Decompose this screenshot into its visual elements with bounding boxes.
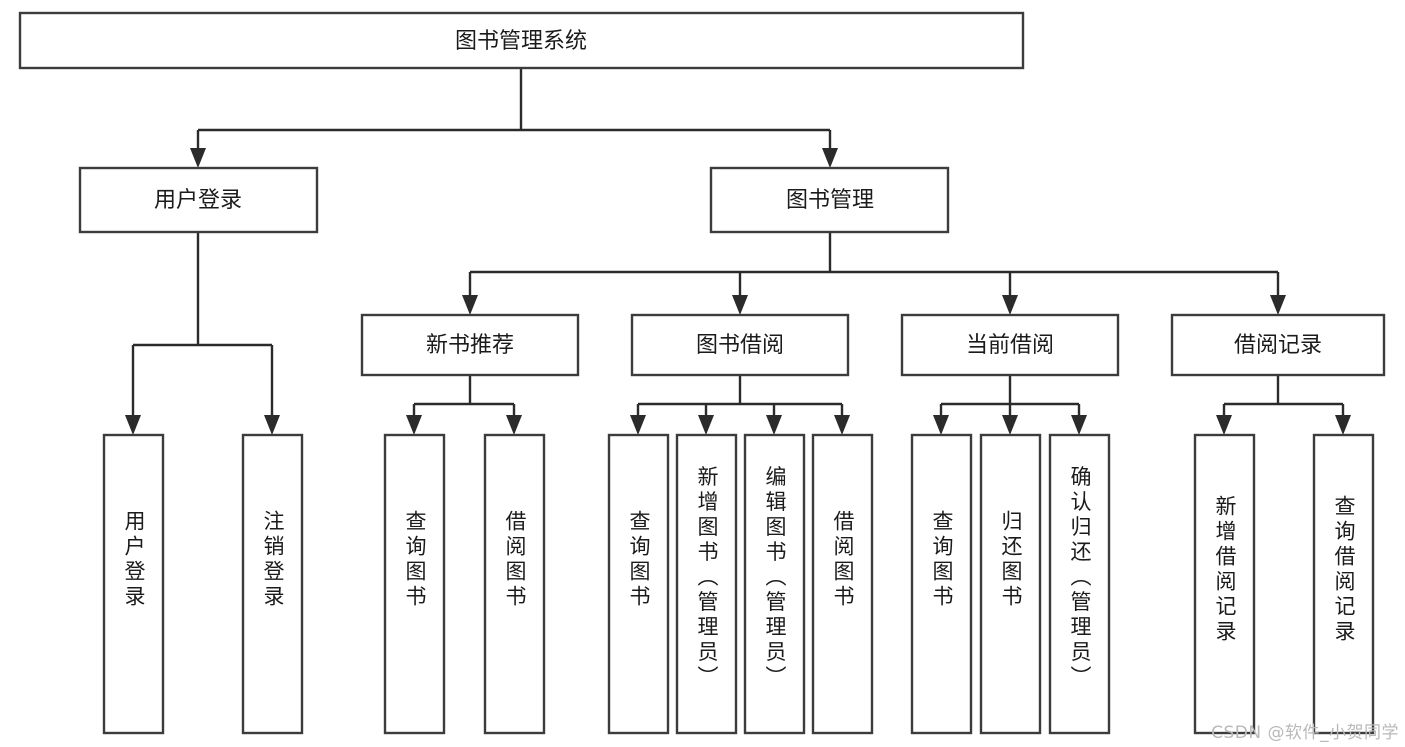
node-leaf-query-book-2-box[interactable] <box>607 433 670 735</box>
node-leaf-logout-login-box[interactable] <box>241 433 304 735</box>
node-book-manage-box[interactable] <box>709 166 950 234</box>
node-leaf-query-record-box[interactable] <box>1312 433 1375 735</box>
node-root-box[interactable] <box>18 11 1025 70</box>
node-borrow-record-label: 借阅记录 <box>1234 333 1322 358</box>
arrow-head-leaf-return-book <box>1002 415 1018 435</box>
node-root[interactable]: 图书管理系统 <box>18 11 1025 70</box>
arrow-head-leaf-user-login <box>125 415 141 435</box>
arrow-head-leaf-query-book-3 <box>933 415 949 435</box>
node-book-manage-label: 图书管理 <box>786 188 874 213</box>
node-borrow-record[interactable]: 借阅记录 <box>1170 313 1386 377</box>
node-leaf-borrow-book-2-label: 借阅图书 <box>831 510 855 610</box>
node-book-borrow-label: 图书借阅 <box>696 333 784 358</box>
node-leaf-logout-login-label: 注销登录 <box>261 510 285 610</box>
node-leaf-logout-login[interactable]: 注销登录 <box>241 433 304 735</box>
arrow-head-leaf-logout-login <box>264 415 280 435</box>
arrow-head-leaf-borrow-book-1 <box>506 415 522 435</box>
node-leaf-confirm-return-box[interactable] <box>1048 433 1111 735</box>
arrow-head-user-login <box>190 148 206 168</box>
node-leaf-query-book-2[interactable]: 查询图书 <box>607 433 670 735</box>
arrow-head-leaf-edit-book <box>766 415 782 435</box>
node-leaf-borrow-book-2[interactable]: 借阅图书 <box>811 433 874 735</box>
node-borrow-record-box[interactable] <box>1170 313 1386 377</box>
node-leaf-edit-book-label: 编辑图书（管理员） <box>763 466 787 691</box>
node-leaf-edit-book-box[interactable] <box>743 433 806 735</box>
csdn-watermark: CSDN @软件_小贺同学 <box>1211 723 1399 743</box>
node-user-login-box[interactable] <box>78 166 319 234</box>
node-leaf-return-book-box[interactable] <box>979 433 1042 735</box>
node-leaf-add-record-box[interactable] <box>1193 433 1256 735</box>
node-current-borrow-label: 当前借阅 <box>966 333 1054 358</box>
arrow-head-current-borrow <box>1002 295 1018 315</box>
arrow-head-leaf-confirm-return <box>1071 415 1087 435</box>
node-user-login-label: 用户登录 <box>154 188 242 213</box>
node-leaf-user-login-box[interactable] <box>102 433 165 735</box>
node-new-book-recommend[interactable]: 新书推荐 <box>360 313 580 377</box>
node-leaf-query-book-2-label: 查询图书 <box>627 510 651 610</box>
arrow-head-book-borrow <box>732 295 748 315</box>
arrow-head-new-book-recommend <box>462 295 478 315</box>
node-leaf-return-book[interactable]: 归还图书 <box>979 433 1042 735</box>
node-book-manage[interactable]: 图书管理 <box>709 166 950 234</box>
node-leaf-borrow-book-1-label: 借阅图书 <box>503 510 527 610</box>
arrow-head-borrow-record <box>1270 295 1286 315</box>
arrow-head-leaf-add-record <box>1216 415 1232 435</box>
connector-layer <box>125 68 1351 435</box>
node-book-borrow-box[interactable] <box>630 313 850 377</box>
node-leaf-query-book-3[interactable]: 查询图书 <box>910 433 973 735</box>
node-leaf-add-record[interactable]: 新增借阅记录 <box>1193 433 1256 735</box>
node-leaf-query-book-1[interactable]: 查询图书 <box>383 433 446 735</box>
node-leaf-user-login-label: 用户登录 <box>122 510 146 610</box>
node-leaf-confirm-return-label: 确认归还（管理员） <box>1068 466 1092 691</box>
node-leaf-user-login[interactable]: 用户登录 <box>102 433 165 735</box>
node-leaf-query-record-label: 查询借阅记录 <box>1332 495 1356 645</box>
node-current-borrow[interactable]: 当前借阅 <box>900 313 1120 377</box>
node-leaf-edit-book[interactable]: 编辑图书（管理员） <box>743 433 806 735</box>
node-leaf-query-book-3-label: 查询图书 <box>930 510 954 610</box>
node-current-borrow-box[interactable] <box>900 313 1120 377</box>
node-new-book-recommend-box[interactable] <box>360 313 580 377</box>
node-leaf-borrow-book-1[interactable]: 借阅图书 <box>483 433 546 735</box>
node-leaf-confirm-return[interactable]: 确认归还（管理员） <box>1048 433 1111 735</box>
node-user-login[interactable]: 用户登录 <box>78 166 319 234</box>
node-leaf-add-book-box[interactable] <box>675 433 738 735</box>
node-leaf-query-book-1-box[interactable] <box>383 433 446 735</box>
node-leaf-add-book[interactable]: 新增图书（管理员） <box>675 433 738 735</box>
arrow-head-leaf-query-book-2 <box>630 415 646 435</box>
arrow-head-leaf-query-record <box>1335 415 1351 435</box>
node-root-label: 图书管理系统 <box>455 29 587 54</box>
node-new-book-recommend-label: 新书推荐 <box>426 333 514 358</box>
arrow-head-book-manage <box>822 148 838 168</box>
arrow-head-leaf-add-book <box>698 415 714 435</box>
arrow-head-leaf-borrow-book-2 <box>834 415 850 435</box>
node-leaf-borrow-book-1-box[interactable] <box>483 433 546 735</box>
arrow-head-leaf-query-book-1 <box>406 415 422 435</box>
node-leaf-query-book-1-label: 查询图书 <box>403 510 427 610</box>
node-leaf-query-book-3-box[interactable] <box>910 433 973 735</box>
node-leaf-query-record[interactable]: 查询借阅记录 <box>1312 433 1375 735</box>
node-leaf-return-book-label: 归还图书 <box>999 510 1023 610</box>
node-leaf-borrow-book-2-box[interactable] <box>811 433 874 735</box>
node-book-borrow[interactable]: 图书借阅 <box>630 313 850 377</box>
node-leaf-add-book-label: 新增图书（管理员） <box>695 466 719 691</box>
node-leaf-add-record-label: 新增借阅记录 <box>1213 495 1237 645</box>
